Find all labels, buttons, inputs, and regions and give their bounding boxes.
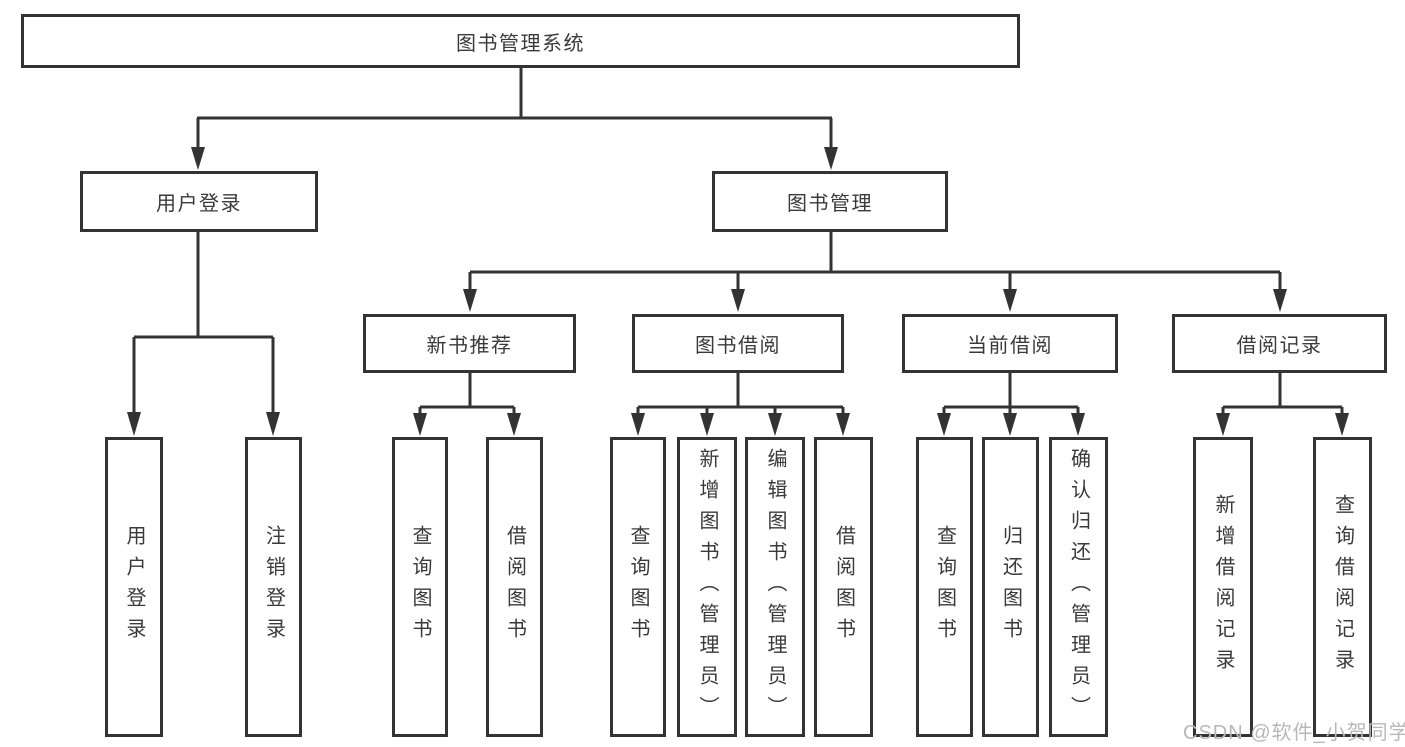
leaf-query-borrow-record: 查询借阅记录: [1313, 437, 1372, 737]
leaf-add-borrow-record: 新增借阅记录: [1193, 437, 1253, 737]
connector-new-books-children: [418, 371, 516, 416]
leaf-query-books-borrow: 查询图书: [610, 437, 666, 737]
arrow-icon: [1003, 289, 1017, 312]
node-book-management: 图书管理: [712, 171, 948, 232]
leaf-query-books-current: 查询图书: [916, 437, 973, 737]
connector-user-login-children: [132, 231, 275, 414]
leaf-user-login: 用户登录: [105, 437, 163, 737]
arrow-icon: [266, 412, 280, 436]
leaf-edit-books-admin: 编辑图书（管理员）: [745, 437, 805, 737]
node-root-title: 图书管理系统: [21, 14, 1020, 68]
connector-borrow-records-children: [1221, 371, 1344, 416]
leaf-query-books-recommend: 查询图书: [392, 437, 448, 737]
watermark: CSDN @软件_小贺同学: [1183, 722, 1405, 744]
arrowheads: [127, 147, 1349, 436]
arrow-icon: [1273, 289, 1287, 312]
node-current-borrow: 当前借阅: [902, 314, 1118, 373]
node-user-login: 用户登录: [80, 171, 318, 232]
arrow-icon: [191, 147, 205, 170]
arrow-icon: [1216, 413, 1230, 436]
arrow-icon: [768, 413, 782, 436]
arrow-icon: [1335, 413, 1349, 436]
arrow-icon: [631, 413, 645, 436]
leaf-confirm-return-admin: 确认归还（管理员）: [1049, 437, 1108, 737]
arrow-icon: [836, 413, 850, 436]
arrow-icon: [700, 413, 714, 436]
node-book-borrow: 图书借阅: [632, 314, 844, 373]
arrow-icon: [1003, 413, 1017, 436]
connector-root-to-level1: [196, 66, 833, 150]
arrow-icon: [507, 413, 521, 436]
arrow-icon: [937, 413, 951, 436]
leaf-return-books: 归还图书: [982, 437, 1039, 737]
arrow-icon: [463, 289, 477, 312]
connector-book-mgmt-children: [468, 231, 1282, 292]
arrow-icon: [731, 289, 745, 312]
leaf-add-books-admin: 新增图书（管理员）: [677, 437, 737, 737]
leaf-borrow-books: 借阅图书: [814, 437, 873, 737]
arrow-icon: [1071, 413, 1085, 436]
leaf-logout: 注销登录: [245, 437, 302, 737]
connector-current-borrow-children: [942, 371, 1080, 416]
connector-book-borrow-children: [636, 371, 845, 416]
arrow-icon: [127, 412, 141, 436]
arrow-icon: [824, 147, 838, 170]
node-new-book-recommend: 新书推荐: [363, 314, 576, 373]
arrow-icon: [413, 413, 427, 436]
leaf-borrow-books-recommend: 借阅图书: [486, 437, 543, 737]
node-borrow-records: 借阅记录: [1172, 314, 1387, 373]
